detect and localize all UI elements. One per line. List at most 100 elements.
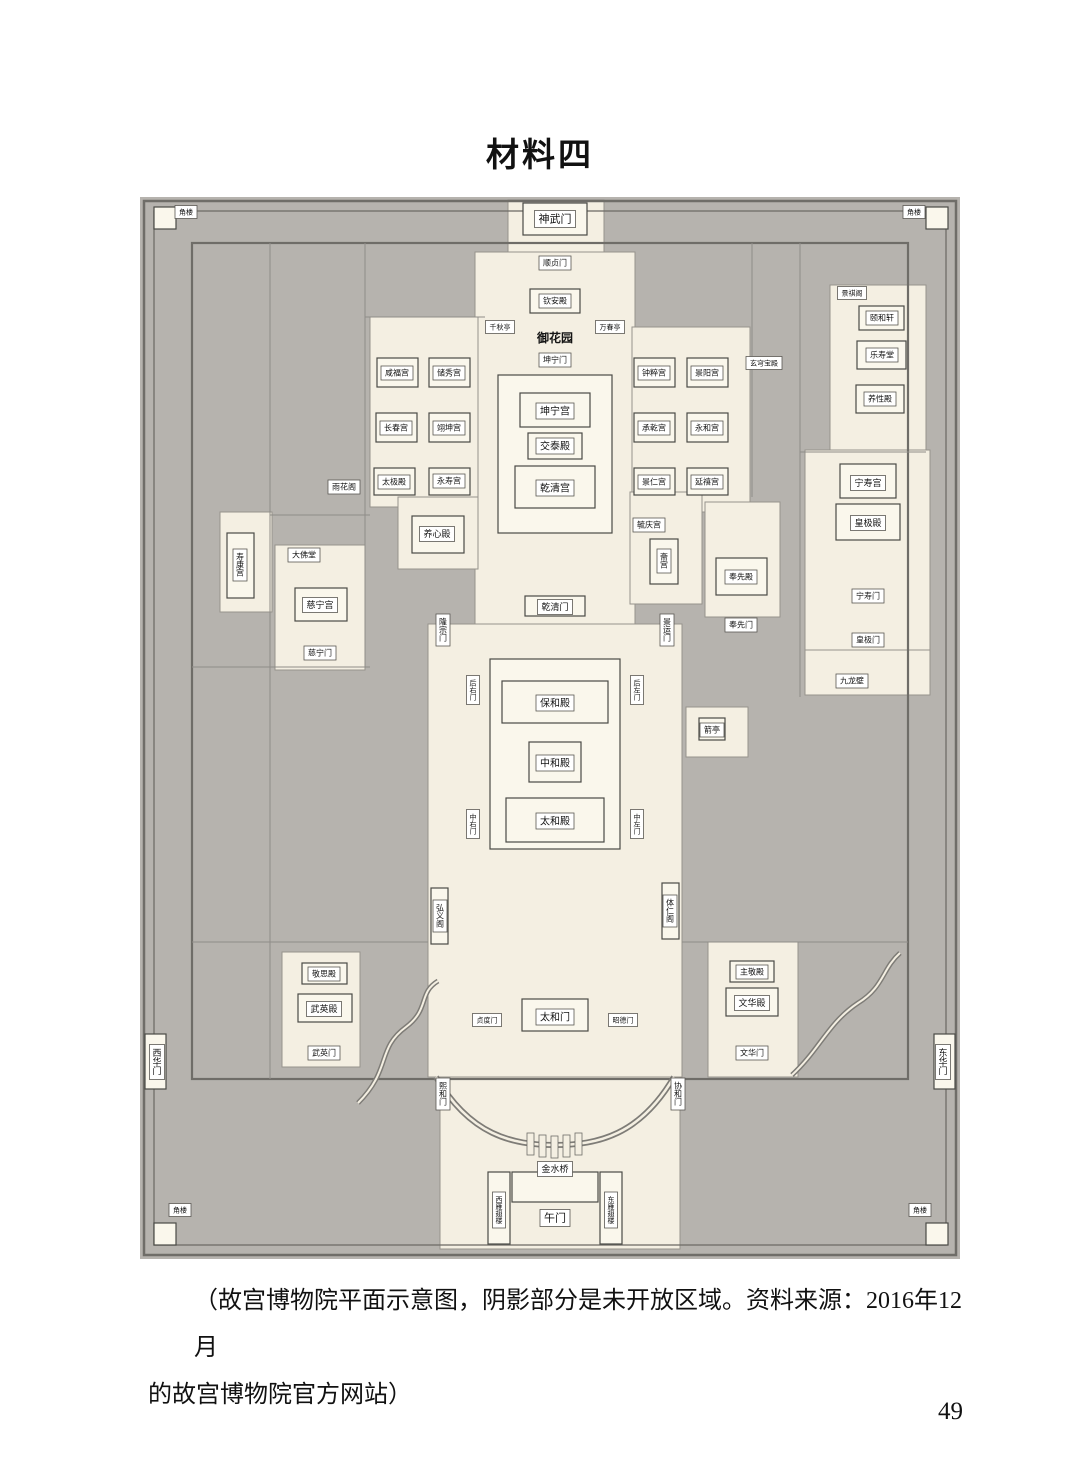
- map-label-角楼: 角楼: [179, 207, 193, 216]
- caption-line-1: （故宫博物院平面示意图，阴影部分是未开放区域。资料来源：2016年12月: [194, 1288, 962, 1361]
- map-label-box: [865, 310, 899, 326]
- map-label-西华门: 西华门: [152, 1048, 161, 1077]
- map-label-box: [837, 286, 867, 300]
- map-label-box: [637, 365, 671, 381]
- map-label-午门: 午门: [544, 1211, 566, 1225]
- map-label-翊坤宫: 翊坤宫: [437, 423, 461, 433]
- map-label-box: [432, 473, 466, 489]
- map-label-文华门: 文华门: [740, 1048, 764, 1058]
- caption: （故宫博物院平面示意图，阴影部分是未开放区域。资料来源：2016年12月 的故宫…: [148, 1278, 966, 1419]
- map-label-box: [745, 356, 783, 370]
- map-label-箭亭: 箭亭: [704, 725, 720, 735]
- bridge: [574, 1132, 583, 1156]
- map-label-box: [485, 320, 515, 334]
- map-label-box: [535, 1008, 575, 1026]
- map-label-box: [466, 675, 480, 705]
- map-label-隆宗门: 隆宗门: [439, 617, 447, 643]
- page-number: 49: [938, 1398, 963, 1425]
- walls-layer: [142, 199, 958, 1257]
- page-title: 材料四: [486, 138, 594, 174]
- map-label-box: [307, 966, 341, 982]
- map-label-box: [535, 402, 575, 420]
- map-label-box: [534, 210, 576, 228]
- map-label-长春宫: 长春宫: [384, 423, 408, 433]
- map-label-角楼: 角楼: [913, 1205, 927, 1214]
- map-label-box: [659, 613, 675, 647]
- golden-water-bridges: [526, 1132, 583, 1159]
- map-structure: [153, 1222, 177, 1246]
- bridge: [526, 1132, 535, 1156]
- map-label-box: [662, 894, 678, 928]
- map-label-雨花阁: 雨花阁: [332, 482, 356, 492]
- map-label-钦安殿: 钦安殿: [543, 296, 567, 306]
- map-label-box: [168, 1203, 192, 1217]
- map-label-延禧宫: 延禧宫: [695, 477, 719, 487]
- west-river-channel: [357, 980, 439, 1104]
- river-layer: [356, 951, 902, 1159]
- map-label-box: [630, 675, 644, 705]
- map-label-box: [287, 547, 321, 563]
- map-label-交泰殿: 交泰殿: [540, 439, 570, 452]
- map-label-永和宫: 永和宫: [695, 423, 719, 433]
- map-label-box: [865, 347, 899, 363]
- bridge: [538, 1134, 547, 1158]
- map-label-太和殿: 太和殿: [540, 814, 570, 827]
- map-label-乾清门: 乾清门: [541, 601, 568, 613]
- map-label-box: [380, 365, 414, 381]
- map-label-后右门: 后右门: [470, 678, 477, 701]
- map-label-box: [690, 474, 724, 490]
- map-structure: [925, 206, 949, 230]
- map-label-后左门: 后左门: [634, 678, 641, 701]
- map-label-box: [535, 437, 575, 455]
- map-label-养心殿: 养心殿: [423, 528, 450, 540]
- map-label-box: [379, 420, 413, 436]
- courtyard-division-walls: [192, 243, 926, 1079]
- map-label-文华殿: 文华殿: [738, 997, 765, 1009]
- map-label-box: [307, 1045, 341, 1061]
- map-structure: [925, 1222, 949, 1246]
- map-label-box: [327, 479, 361, 495]
- map-label-box: [302, 597, 338, 613]
- caption-line-2: 的故宫博物院官方网站）: [148, 1382, 412, 1408]
- map-label-储秀宫: 储秀宫: [437, 368, 461, 378]
- map-label-奉先殿: 奉先殿: [729, 572, 753, 582]
- inner-city-wall: [190, 241, 910, 1081]
- map-label-中和殿: 中和殿: [540, 756, 570, 769]
- map-label-box: [850, 515, 886, 531]
- map-label-box: [863, 391, 897, 407]
- map-label-中左门: 中左门: [634, 812, 641, 835]
- map-label-协和门: 协和门: [674, 1081, 682, 1107]
- map-label-皇极殿: 皇极殿: [854, 517, 881, 529]
- map-label-贞度门: 贞度门: [477, 1015, 498, 1024]
- map-label-box: [306, 1001, 342, 1017]
- bridge: [550, 1135, 559, 1159]
- map-label-御花园: 御花园: [536, 330, 573, 345]
- map-structure: [153, 206, 177, 230]
- map-label-box: [637, 420, 671, 436]
- map-label-box: [419, 526, 455, 542]
- map-label-坤宁门: 坤宁门: [543, 355, 567, 365]
- map-label-box: [535, 694, 575, 712]
- map-label-颐和轩: 颐和轩: [870, 313, 894, 323]
- map-label-神武门: 神武门: [539, 212, 572, 226]
- map-label-皇极门: 皇极门: [856, 635, 880, 645]
- map-label-永寿宫: 永寿宫: [437, 476, 461, 486]
- map-label-box: [537, 1161, 573, 1177]
- map-label-乾清宫: 乾清宫: [540, 481, 570, 494]
- map-label-景仁宫: 景仁宫: [642, 477, 666, 487]
- map-label-武英门: 武英门: [312, 1048, 336, 1058]
- map-label-box: [432, 899, 448, 933]
- map-label-咸福宫: 咸福宫: [385, 368, 409, 378]
- map-label-乐寿堂: 乐寿堂: [870, 350, 894, 360]
- map-label-box: [935, 1044, 951, 1080]
- map-label-千秋亭: 千秋亭: [490, 322, 511, 331]
- map-label-box: [630, 809, 644, 839]
- map-label-昭德门: 昭德门: [613, 1015, 634, 1024]
- map-label-box: [538, 255, 572, 271]
- map-structure: [511, 1171, 599, 1203]
- map-label-box: [149, 1044, 165, 1080]
- map-label-box: [670, 1077, 686, 1111]
- map-label-大佛堂: 大佛堂: [292, 550, 316, 560]
- map-label-宁寿门: 宁寿门: [856, 591, 880, 601]
- map-label-钟粹宫: 钟粹宫: [642, 368, 666, 378]
